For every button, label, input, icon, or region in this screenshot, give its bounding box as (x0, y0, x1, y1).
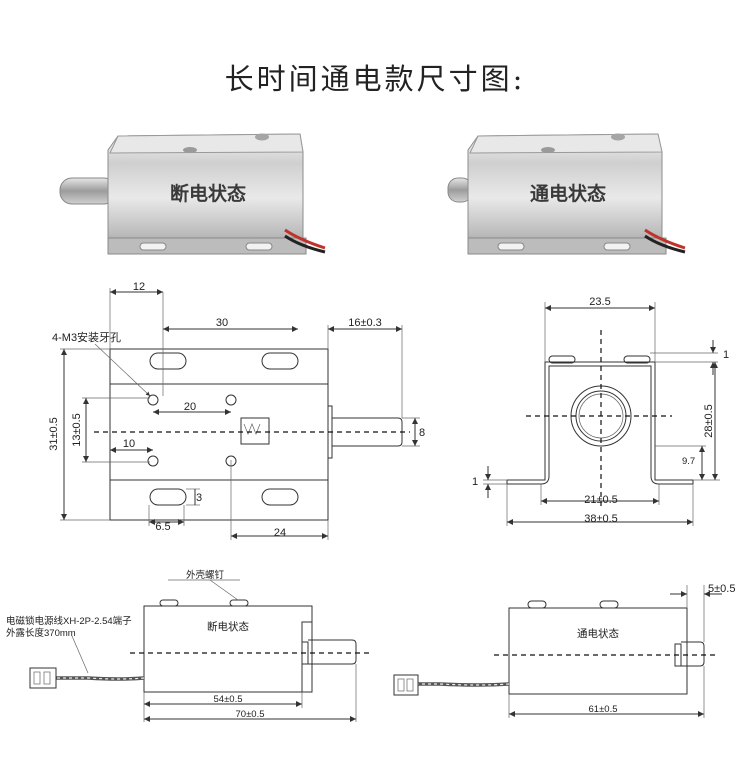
dim-1-top: 1 (723, 349, 729, 361)
dim-16: 16±0.3 (348, 317, 382, 329)
dim-23-5: 23.5 (589, 296, 610, 308)
dim-3: 3 (196, 492, 202, 504)
photo-off-state-label: 断电状态 (170, 182, 246, 205)
dim-1-left: 1 (472, 476, 478, 488)
dim-30: 30 (216, 317, 228, 329)
dim-61: 61±0.5 (589, 704, 618, 715)
dim-54: 54±0.5 (214, 694, 243, 705)
dim-21: 21±0.5 (584, 494, 618, 506)
dim-38: 38±0.5 (584, 513, 618, 525)
wire-label-line2: 外露长度370mm (6, 627, 76, 639)
side-view-unpowered: 断电状态 外壳螺钉 电磁锁电源线XH-2P-2.54端子 外露长度370mm 5… (6, 569, 372, 722)
dim-5: 5±0.5 (708, 583, 735, 595)
dim-20: 20 (184, 401, 196, 413)
page-title: 长时间通电款尺寸图: (224, 62, 526, 96)
side-view-powered: 通电状态 5±0.5 61±0.5 (393, 583, 735, 718)
dim-70: 70±0.5 (236, 709, 265, 720)
dim-10: 10 (123, 438, 135, 450)
dim-9-7: 9.7 (682, 456, 695, 467)
shell-screw-label: 外壳螺钉 (186, 569, 225, 581)
mounting-hole-label: 4-M3安装牙孔 (52, 330, 121, 344)
side-off-state-label: 断电状态 (207, 620, 249, 633)
dim-28: 28±0.5 (703, 404, 715, 438)
dim-6-5: 6.5 (155, 521, 170, 533)
dim-24: 24 (274, 527, 286, 539)
photo-unpowered-lock: 断电状态 (59, 133, 326, 255)
dim-31: 31±0.5 (48, 417, 60, 451)
side-on-state-label: 通电状态 (577, 627, 619, 640)
photo-on-state-label: 通电状态 (530, 182, 606, 205)
dim-12: 12 (133, 281, 145, 293)
wire-label-line1: 电磁锁电源线XH-2P-2.54端子 (6, 615, 132, 627)
front-view-drawing: 12 30 16±0.3 20 10 31±0.5 13±0.5 8 3 6.5… (48, 281, 425, 540)
end-view-drawing: 23.5 1 28±0.5 9.7 1 21±0.5 38±0.5 (472, 296, 729, 526)
photo-powered-lock: 通电状态 (447, 133, 686, 255)
dim-13: 13±0.5 (71, 413, 83, 447)
dim-8: 8 (419, 427, 425, 439)
